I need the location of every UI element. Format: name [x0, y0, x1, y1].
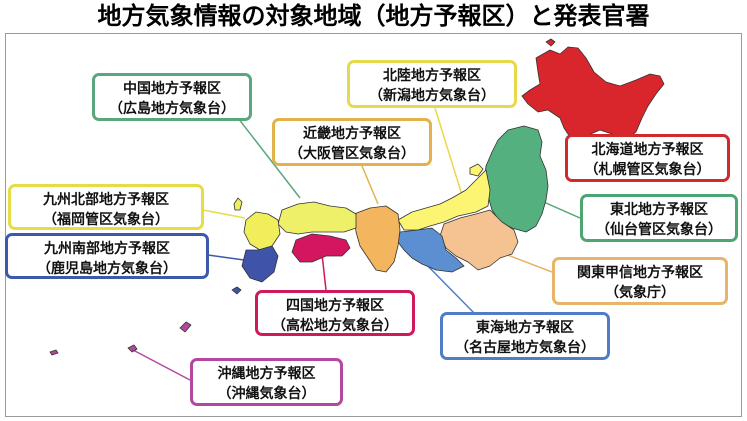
- leader-line-chugoku: [237, 117, 301, 199]
- island-okinawa-3: [49, 349, 59, 356]
- map-frame: [5, 33, 742, 417]
- callout-kyushu-north-name: 九州北部地方予報区: [43, 192, 169, 208]
- callout-tokai-office: （名古屋地方気象台）: [455, 340, 595, 356]
- island-rishiri: [545, 38, 556, 47]
- callout-kanto-koshin: 関東甲信地方予報区 （気象庁）: [552, 257, 728, 305]
- callout-tokai-name: 東海地方予報区: [476, 320, 574, 336]
- callout-tohoku-name: 東北地方予報区: [610, 202, 708, 218]
- callout-kyushu-north-office: （福岡管区気象台）: [43, 212, 169, 228]
- region-kyushu-south: [241, 245, 279, 283]
- island-tsushima: [233, 197, 243, 211]
- callout-hokkaido-name: 北海道地方予報区: [591, 142, 704, 158]
- callout-kyushu-north: 九州北部地方予報区 （福岡管区気象台）: [8, 184, 204, 230]
- leader-line-kyushu-north: [202, 209, 246, 219]
- region-kanto-koshin: [439, 209, 519, 271]
- callout-kanto-koshin-office: （気象庁）: [605, 285, 675, 301]
- map-title: 地方気象情報の対象地域（地方予報区）と発表官署: [97, 2, 650, 30]
- callout-hokkaido-office: （札幌管区気象台）: [584, 162, 711, 178]
- callout-kanto-koshin-name: 関東甲信地方予報区: [577, 265, 703, 281]
- callout-okinawa: 沖縄地方予報区 （沖縄気象台）: [190, 358, 343, 406]
- callout-hokkaido: 北海道地方予報区 （札幌管区気象台）: [565, 134, 730, 182]
- callout-kyushu-south-office: （鹿児島地方気象台）: [37, 261, 177, 277]
- region-chugoku: [277, 201, 357, 235]
- callout-chugoku-office: （広島地方気象台）: [109, 101, 235, 117]
- region-tokai: [397, 227, 465, 273]
- callout-shikoku: 四国地方予報区 （高松地方気象台）: [255, 290, 415, 336]
- leader-line-shikoku: [321, 253, 327, 291]
- island-okinawa-main: [179, 321, 192, 333]
- region-hokuriku: [397, 169, 491, 231]
- callout-kinki-office: （大阪管区気象台）: [289, 146, 415, 162]
- callout-chugoku: 中国地方予報区 （広島地方気象台）: [92, 73, 252, 121]
- region-kinki: [353, 205, 401, 273]
- callout-tohoku: 東北地方予報区 （仙台管区気象台）: [580, 194, 738, 242]
- island-yakushima: [231, 286, 242, 295]
- region-tohoku: [483, 125, 549, 233]
- region-shikoku: [291, 233, 351, 263]
- leader-line-okinawa: [132, 349, 191, 381]
- callout-shikoku-office: （高松地方気象台）: [272, 318, 398, 334]
- island-sado: [469, 163, 484, 177]
- callout-kinki: 近畿地方予報区 （大阪管区気象台）: [272, 118, 432, 166]
- callout-okinawa-office: （沖縄気象台）: [217, 386, 316, 402]
- leader-line-kinki: [361, 165, 379, 205]
- island-okinawa-2: [127, 344, 138, 353]
- callout-tokai: 東海地方予報区 （名古屋地方気象台）: [440, 312, 610, 360]
- callout-hokuriku: 北陸地方予報区 （新潟地方気象台）: [347, 60, 517, 108]
- leader-line-kyushu-south: [207, 254, 245, 261]
- callout-hokuriku-office: （新潟地方気象台）: [369, 88, 495, 104]
- leader-line-hokuriku: [434, 107, 463, 196]
- callout-kinki-name: 近畿地方予報区: [303, 126, 401, 142]
- region-hokkaido: [521, 46, 665, 141]
- callout-kyushu-south-name: 九州南部地方予報区: [44, 241, 170, 257]
- callout-okinawa-name: 沖縄地方予報区: [217, 366, 316, 382]
- region-kyushu-north: [243, 211, 281, 251]
- callout-chugoku-name: 中国地方予報区: [123, 81, 221, 97]
- callout-tohoku-office: （仙台管区気象台）: [596, 222, 722, 238]
- callout-kyushu-south: 九州南部地方予報区 （鹿児島地方気象台）: [5, 233, 209, 279]
- callout-hokuriku-name: 北陸地方予報区: [383, 68, 481, 84]
- callout-shikoku-name: 四国地方予報区: [286, 298, 384, 314]
